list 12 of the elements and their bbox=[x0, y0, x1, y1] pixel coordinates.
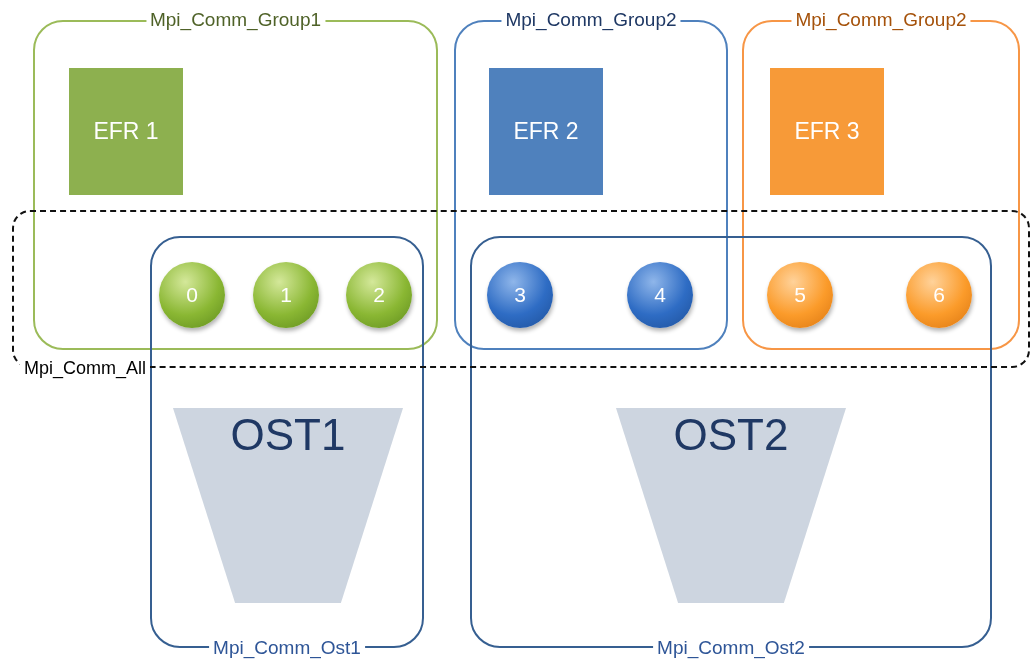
storage-label: OST1 bbox=[230, 410, 346, 460]
process-box: EFR 3 bbox=[770, 68, 884, 195]
storage-label: OST2 bbox=[673, 410, 789, 460]
process-circle: 4 bbox=[627, 262, 693, 328]
process-circle: 2 bbox=[346, 262, 412, 328]
process-circle: 6 bbox=[906, 262, 972, 328]
process-box: EFR 2 bbox=[489, 68, 603, 195]
process-circle: 5 bbox=[767, 262, 833, 328]
process-circle: 1 bbox=[253, 262, 319, 328]
process-circle: 0 bbox=[159, 262, 225, 328]
process-circle: 3 bbox=[487, 262, 553, 328]
process-box: EFR 1 bbox=[69, 68, 183, 195]
